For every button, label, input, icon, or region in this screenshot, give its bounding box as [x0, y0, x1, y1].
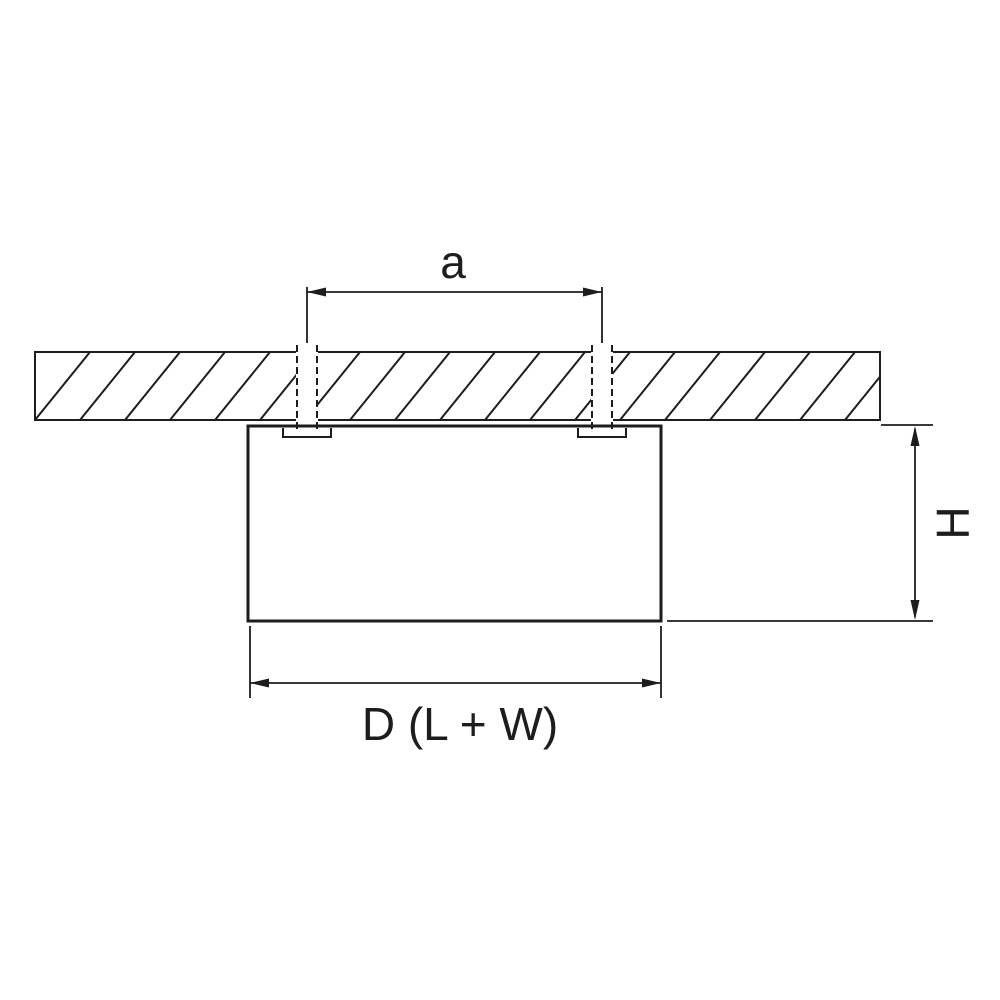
dimension-h-arrow-up-icon — [910, 426, 920, 446]
dimension-d-label: D (L + W) — [362, 698, 558, 750]
dimension-d-arrow-right-icon — [642, 678, 661, 688]
mounting-hole-right — [591, 345, 613, 432]
mounting-hole-right-slot — [591, 346, 613, 432]
ceiling-section — [34, 345, 881, 432]
dimension-d: D (L + W) — [249, 626, 662, 750]
dimension-a-arrow-right-icon — [583, 287, 602, 297]
dimension-h-arrow-down-icon — [910, 600, 920, 620]
fixture-housing — [246, 424, 663, 623]
mounting-tab-right — [577, 428, 627, 438]
dimension-h-label: H — [927, 506, 979, 539]
dimension-a: a — [306, 236, 603, 343]
dimension-a-label: a — [440, 236, 466, 288]
mounting-hole-left — [296, 345, 318, 432]
mounting-hole-left-slot — [296, 346, 318, 432]
ceiling-hatch-lines — [34, 351, 881, 421]
ceiling-band — [34, 351, 881, 421]
dimension-d-arrow-left-icon — [250, 678, 269, 688]
dimension-h: H — [667, 424, 979, 622]
fixture-body — [246, 424, 663, 623]
dimension-a-arrow-left-icon — [307, 287, 326, 297]
mounting-tab-left — [282, 428, 332, 438]
